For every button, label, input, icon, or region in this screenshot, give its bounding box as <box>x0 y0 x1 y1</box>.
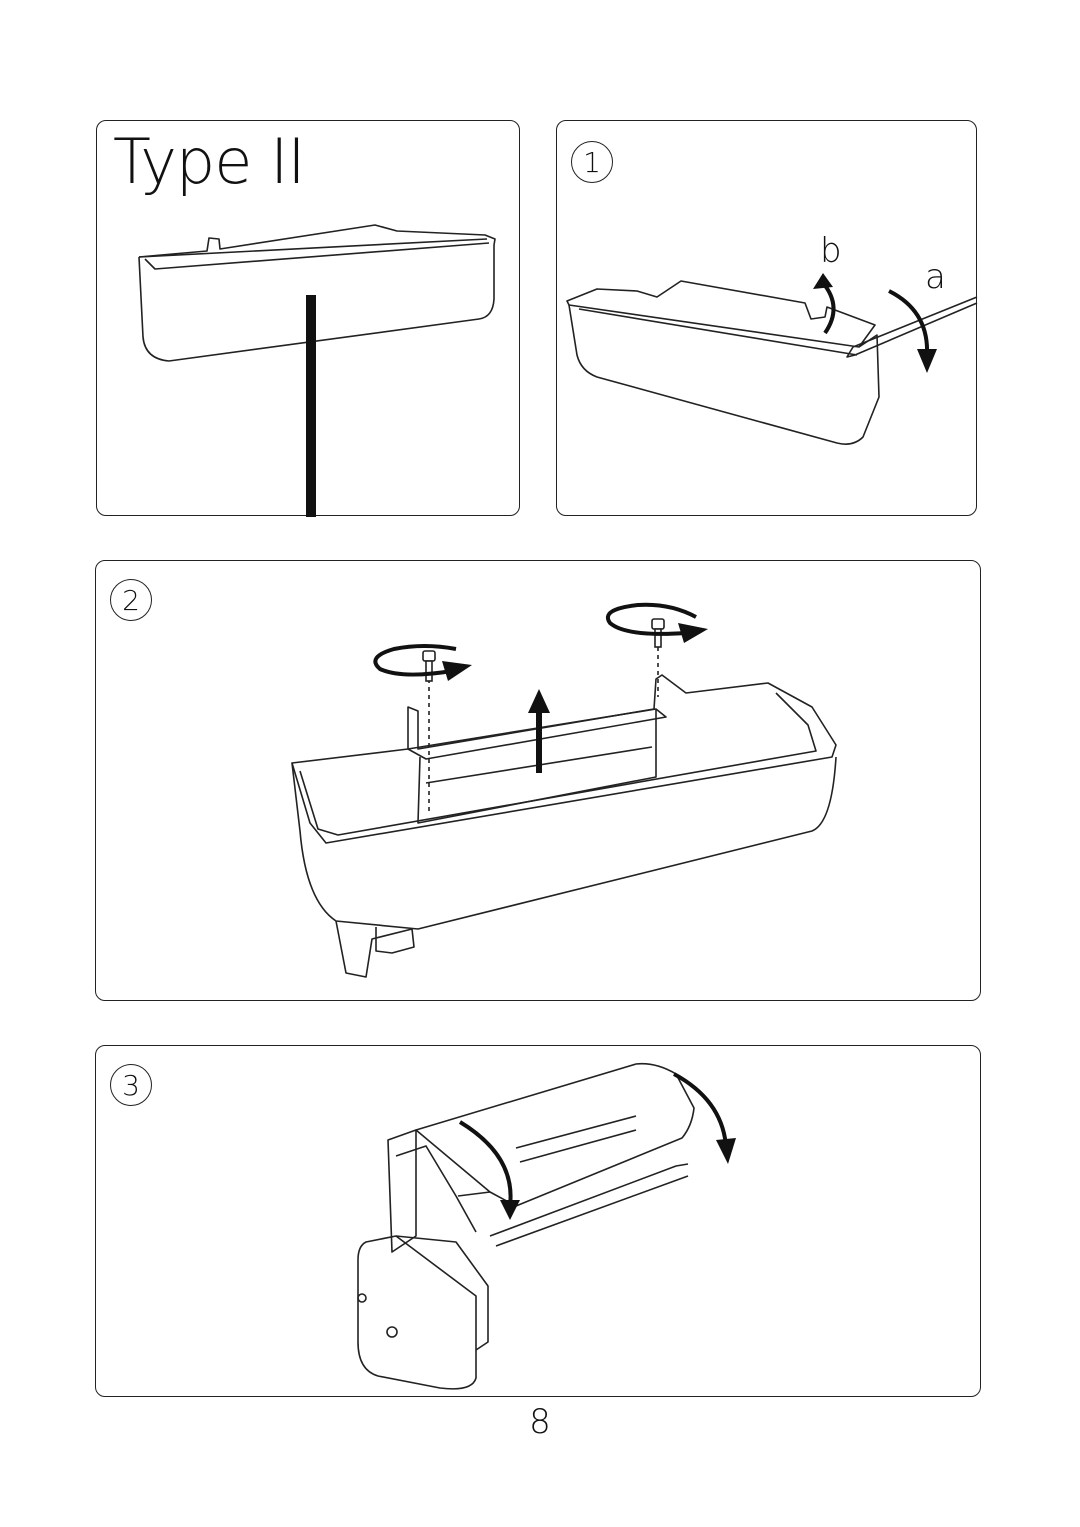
rotation-arrow-right <box>606 602 697 636</box>
panel-step-2: 2 <box>95 560 981 1001</box>
step-number-1: 1 <box>571 141 613 183</box>
fixture-illustration-type <box>138 224 496 517</box>
label-b: b <box>820 231 842 271</box>
cover-screw-hole <box>386 1326 398 1338</box>
step-number-2: 2 <box>110 579 152 621</box>
fixture-illustration-step-1 <box>566 273 978 445</box>
label-a: a <box>925 257 946 297</box>
screw-left <box>422 650 436 682</box>
screw-right <box>651 618 665 648</box>
step-number-3: 3 <box>110 1064 152 1106</box>
fixture-illustration-step-3 <box>357 1062 736 1390</box>
rotation-arrow-a <box>888 289 930 356</box>
panel-step-1: 1 b a <box>556 120 978 516</box>
panel-type: Type II <box>96 120 520 517</box>
panel-step-3: 3 <box>95 1045 981 1397</box>
rotation-arrow-front <box>458 1120 513 1207</box>
rotation-arrow-back <box>673 1072 728 1147</box>
page-number: 8 <box>529 1402 551 1442</box>
lift-arrow <box>536 709 542 773</box>
rotation-arrow-left <box>373 644 457 677</box>
pole <box>306 295 316 517</box>
type-title: Type II <box>113 125 306 198</box>
fixture-illustration-step-2 <box>291 602 837 978</box>
